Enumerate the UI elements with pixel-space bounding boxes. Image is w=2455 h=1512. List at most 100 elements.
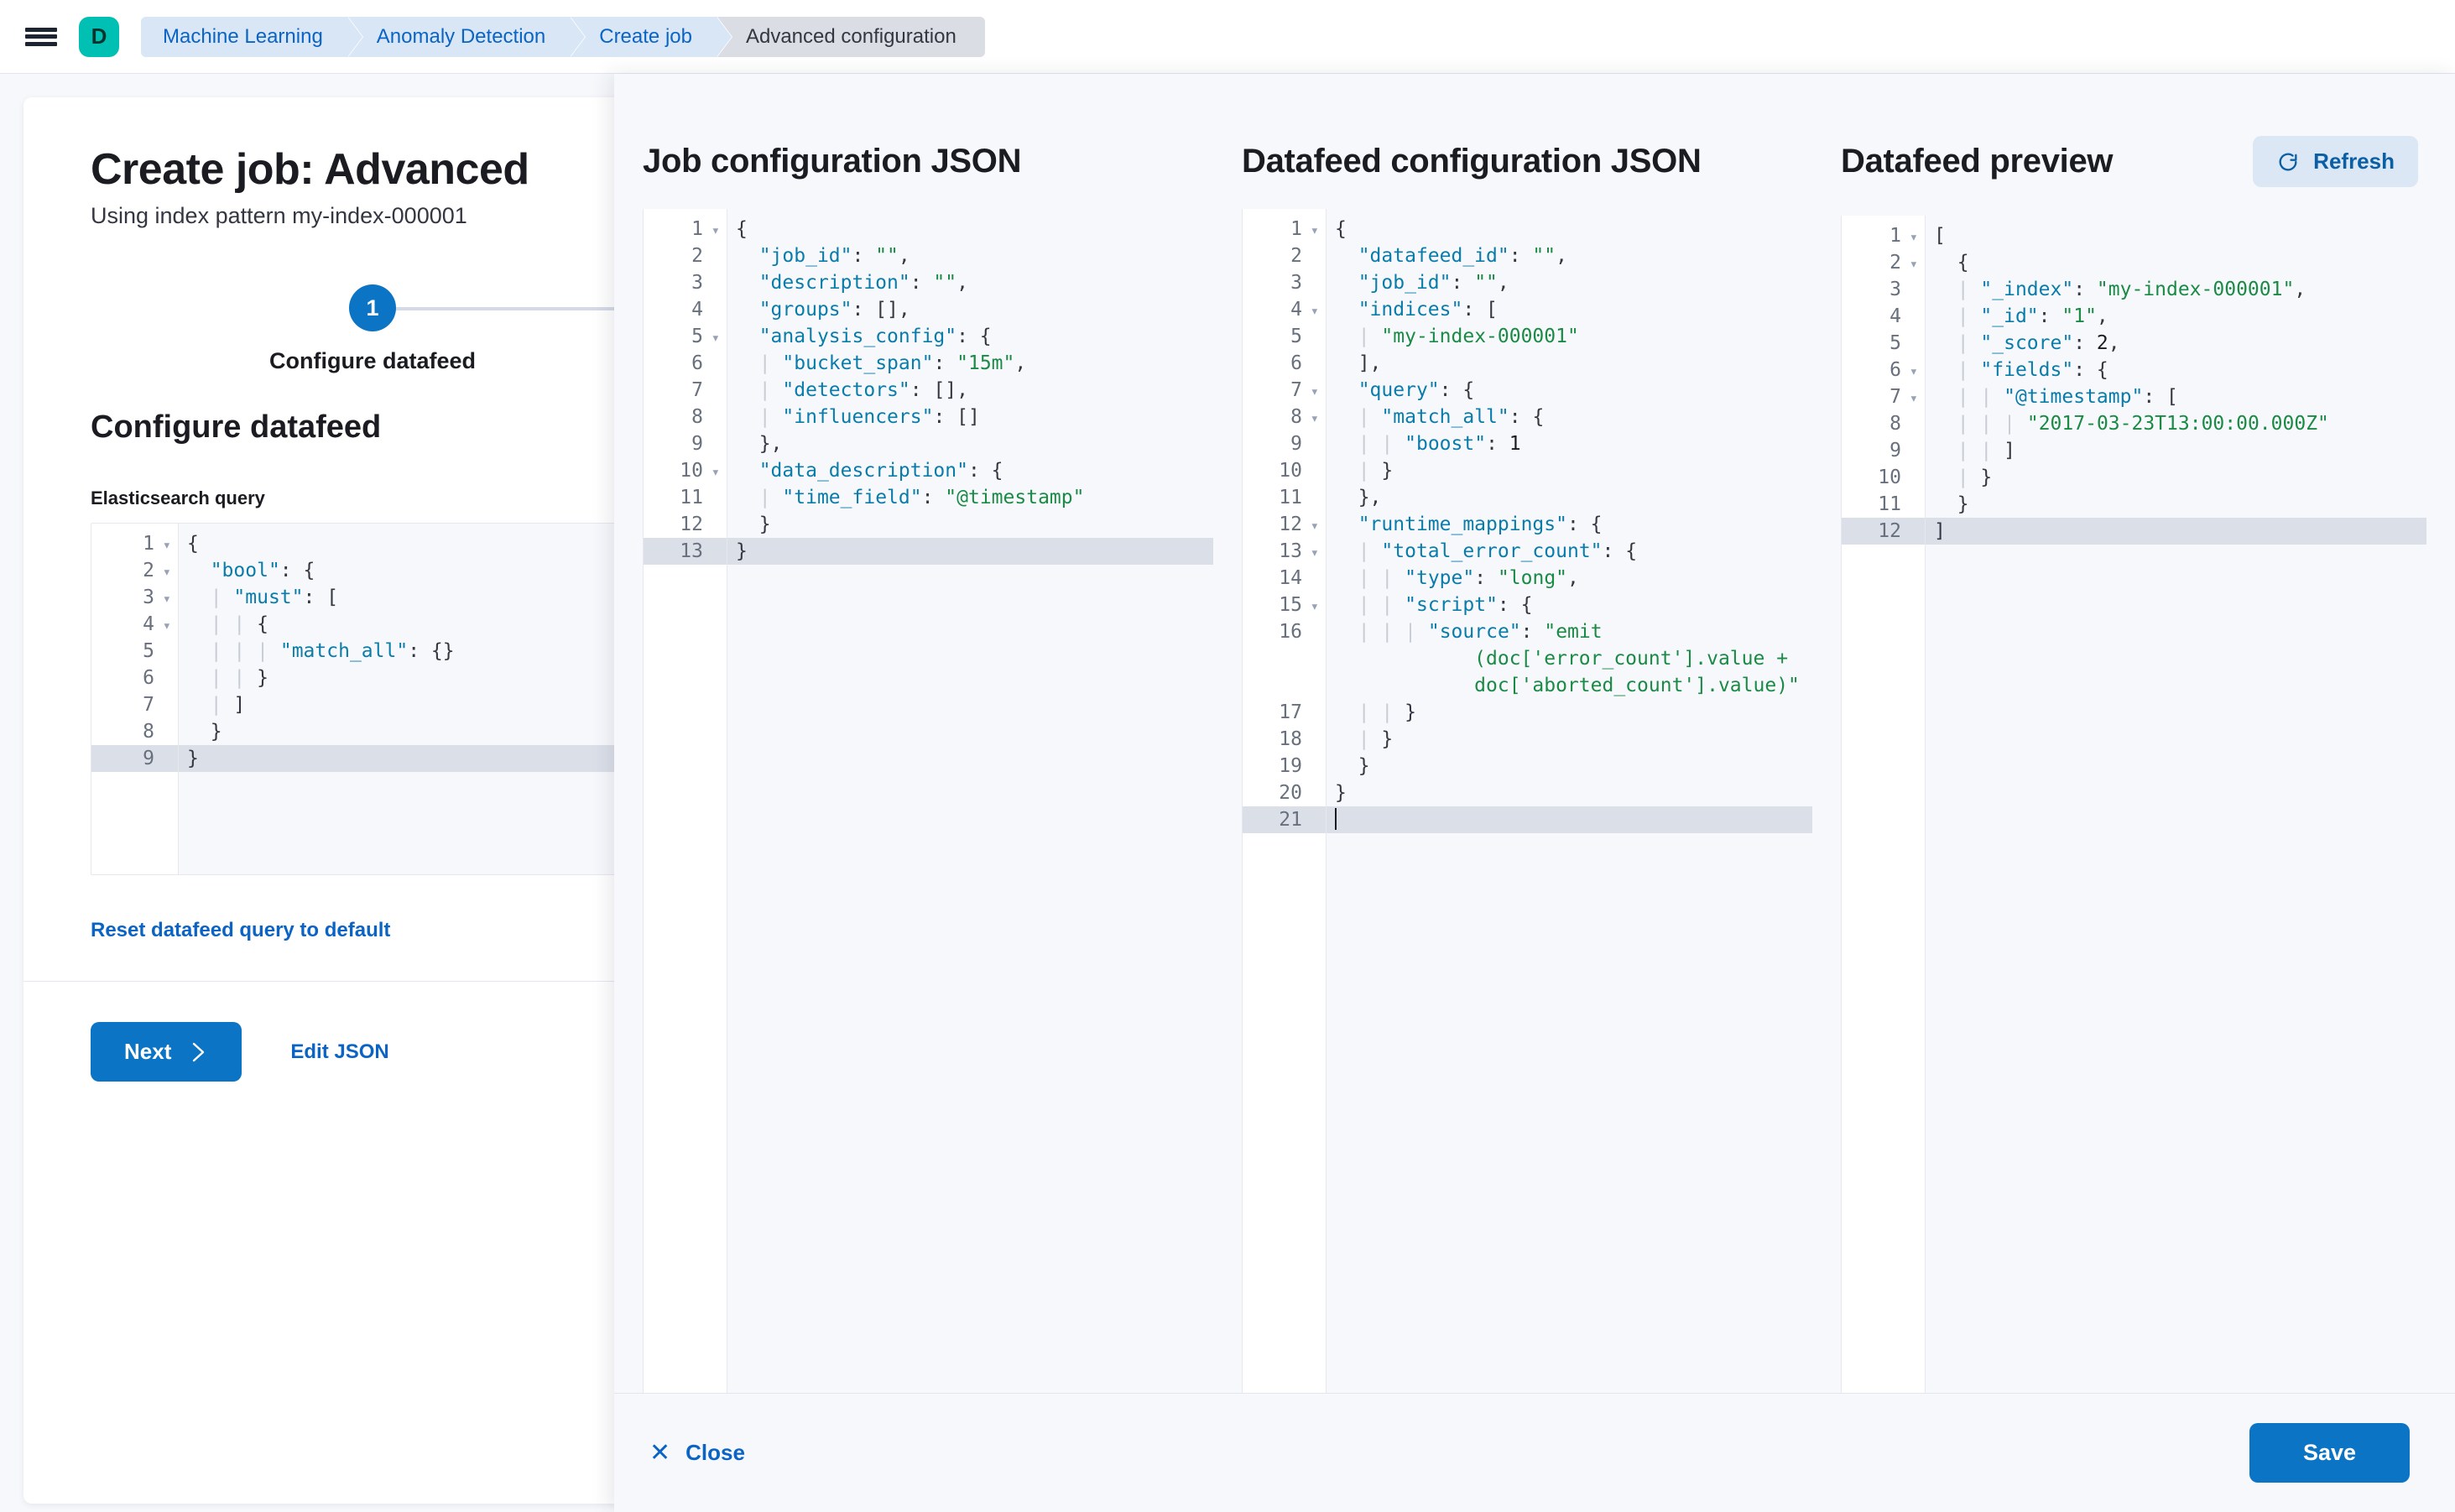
- code-line[interactable]: | }: [1957, 467, 1993, 488]
- line-number: 9: [91, 745, 178, 772]
- datafeed-preview-header: Datafeed preview Refresh: [1841, 136, 2426, 187]
- code-line[interactable]: {: [187, 533, 199, 555]
- breadcrumb-item-advanced-configuration: Advanced configuration: [717, 16, 985, 57]
- stepper-step-1[interactable]: 1: [349, 284, 396, 331]
- next-button-label: Next: [124, 1039, 172, 1064]
- code-line[interactable]: | "_index": "my-index-000001",: [1957, 279, 2306, 300]
- close-button[interactable]: ✕ Close: [649, 1440, 745, 1466]
- datafeed-configuration-title: Datafeed configuration JSON: [1242, 143, 1702, 180]
- space-avatar[interactable]: D: [79, 16, 119, 57]
- code-line-wrap[interactable]: doc['aborted_count'].value)": [1474, 675, 1800, 696]
- code-line[interactable]: "job_id": "",: [758, 245, 910, 267]
- code-line[interactable]: | "fields": {: [1957, 359, 2108, 381]
- code-line[interactable]: | "detectors": [],: [758, 379, 968, 401]
- line-number: 6: [691, 352, 703, 374]
- code-line[interactable]: | | | "2017-03-23T13:00:00.000Z": [1957, 413, 2329, 435]
- code-line[interactable]: "description": "",: [758, 272, 968, 294]
- code-line[interactable]: | "time_field": "@timestamp": [758, 487, 1085, 508]
- code-line[interactable]: }: [1358, 755, 1370, 777]
- code-line[interactable]: }: [727, 538, 1213, 565]
- code-line[interactable]: "groups": [],: [758, 299, 910, 321]
- line-number: 1▾: [1290, 218, 1319, 240]
- code-line[interactable]: },: [1358, 487, 1382, 508]
- code-line[interactable]: {: [736, 218, 748, 240]
- job-config-code[interactable]: { "job_id": "", "description": "", "grou…: [727, 209, 1213, 1393]
- code-line[interactable]: "job_id": "",: [1358, 272, 1509, 294]
- code-line[interactable]: | | }: [210, 667, 268, 689]
- code-line[interactable]: | "my-index-000001": [1358, 326, 1579, 347]
- job-configuration-header: Job configuration JSON: [643, 143, 1213, 180]
- line-number: 2: [1290, 245, 1302, 267]
- code-line[interactable]: "query": {: [1358, 379, 1475, 401]
- code-line[interactable]: "analysis_config": {: [758, 326, 992, 347]
- code-line[interactable]: }: [210, 721, 222, 743]
- line-number: 17: [1279, 701, 1302, 723]
- code-line[interactable]: {: [1957, 252, 1969, 274]
- code-line[interactable]: }: [758, 514, 771, 535]
- refresh-button[interactable]: Refresh: [2253, 136, 2418, 187]
- hamburger-menu-icon[interactable]: [25, 24, 57, 50]
- code-line[interactable]: }: [1957, 493, 1969, 515]
- line-number: 5: [143, 640, 154, 662]
- stepper-step-1-label: Configure datafeed: [268, 348, 477, 373]
- line-number: 13: [644, 538, 727, 565]
- line-number: 4▾: [143, 613, 171, 635]
- code-line[interactable]: | "total_error_count": {: [1358, 540, 1638, 562]
- datafeed-config-code[interactable]: { "datafeed_id": "", "job_id": "", "indi…: [1327, 209, 1812, 1393]
- code-line[interactable]: ],: [1358, 352, 1382, 374]
- line-number: 8▾: [1290, 406, 1319, 428]
- breadcrumb-item-create-job[interactable]: Create job: [571, 16, 732, 57]
- code-line[interactable]: | | }: [1358, 701, 1416, 723]
- code-line[interactable]: | | ]: [1957, 440, 2015, 461]
- code-line[interactable]: "runtime_mappings": {: [1358, 514, 1603, 535]
- line-number: 2▾: [143, 560, 171, 581]
- code-line[interactable]: | "_id": "1",: [1957, 305, 2108, 327]
- code-line[interactable]: | }: [1358, 728, 1394, 750]
- code-line[interactable]: "datafeed_id": "",: [1358, 245, 1567, 267]
- reset-datafeed-query-link[interactable]: Reset datafeed query to default: [91, 919, 391, 941]
- datafeed-preview-code[interactable]: [ { | "_index": "my-index-000001", | "_i…: [1926, 216, 2426, 1393]
- code-line[interactable]: | | "@timestamp": [: [1957, 386, 2178, 408]
- save-button[interactable]: Save: [2249, 1423, 2410, 1483]
- code-line[interactable]: },: [758, 433, 783, 455]
- code-line[interactable]: }: [1335, 782, 1347, 804]
- code-line[interactable]: | ]: [210, 694, 246, 716]
- edit-json-link[interactable]: Edit JSON: [290, 1040, 389, 1063]
- refresh-button-label: Refresh: [2313, 149, 2395, 174]
- code-line[interactable]: [: [1934, 225, 1946, 247]
- line-number: 16: [1279, 621, 1302, 643]
- code-line[interactable]: | | | "source": "emit: [1358, 621, 1603, 643]
- code-line[interactable]: {: [1335, 218, 1347, 240]
- code-line[interactable]: | | "type": "long",: [1358, 567, 1579, 589]
- line-number: 5: [1290, 326, 1302, 347]
- code-line[interactable]: "bool": {: [210, 560, 315, 581]
- line-number: 3: [1290, 272, 1302, 294]
- code-line[interactable]: | "must": [: [210, 587, 339, 608]
- code-line[interactable]: [1327, 806, 1812, 833]
- code-line[interactable]: "indices": [: [1358, 299, 1498, 321]
- code-line[interactable]: | | {: [210, 613, 268, 635]
- code-line[interactable]: | "influencers": []: [758, 406, 980, 428]
- code-line[interactable]: | | | "match_all": {}: [210, 640, 455, 662]
- code-line[interactable]: | "bucket_span": "15m",: [758, 352, 1027, 374]
- code-line[interactable]: | }: [1358, 460, 1394, 482]
- line-number: 8: [691, 406, 703, 428]
- code-line[interactable]: | "_score": 2,: [1957, 332, 2120, 354]
- code-line[interactable]: | "match_all": {: [1358, 406, 1545, 428]
- code-line[interactable]: | | "boost": 1: [1358, 433, 1521, 455]
- close-x-icon: ✕: [649, 1438, 671, 1467]
- page-title: Create job: Advanced: [91, 145, 529, 194]
- code-line[interactable]: "data_description": {: [758, 460, 1003, 482]
- breadcrumb-item-anomaly-detection[interactable]: Anomaly Detection: [347, 16, 586, 57]
- line-number: 7▾: [1889, 386, 1918, 408]
- next-button[interactable]: Next: [91, 1022, 242, 1082]
- line-number: 12: [1842, 518, 1925, 545]
- breadcrumb-item-machine-learning[interactable]: Machine Learning: [141, 16, 362, 57]
- code-line-wrap[interactable]: (doc['error_count'].value +: [1474, 648, 1789, 670]
- code-line[interactable]: | | "script": {: [1358, 594, 1533, 616]
- code-line[interactable]: ]: [1926, 518, 2426, 545]
